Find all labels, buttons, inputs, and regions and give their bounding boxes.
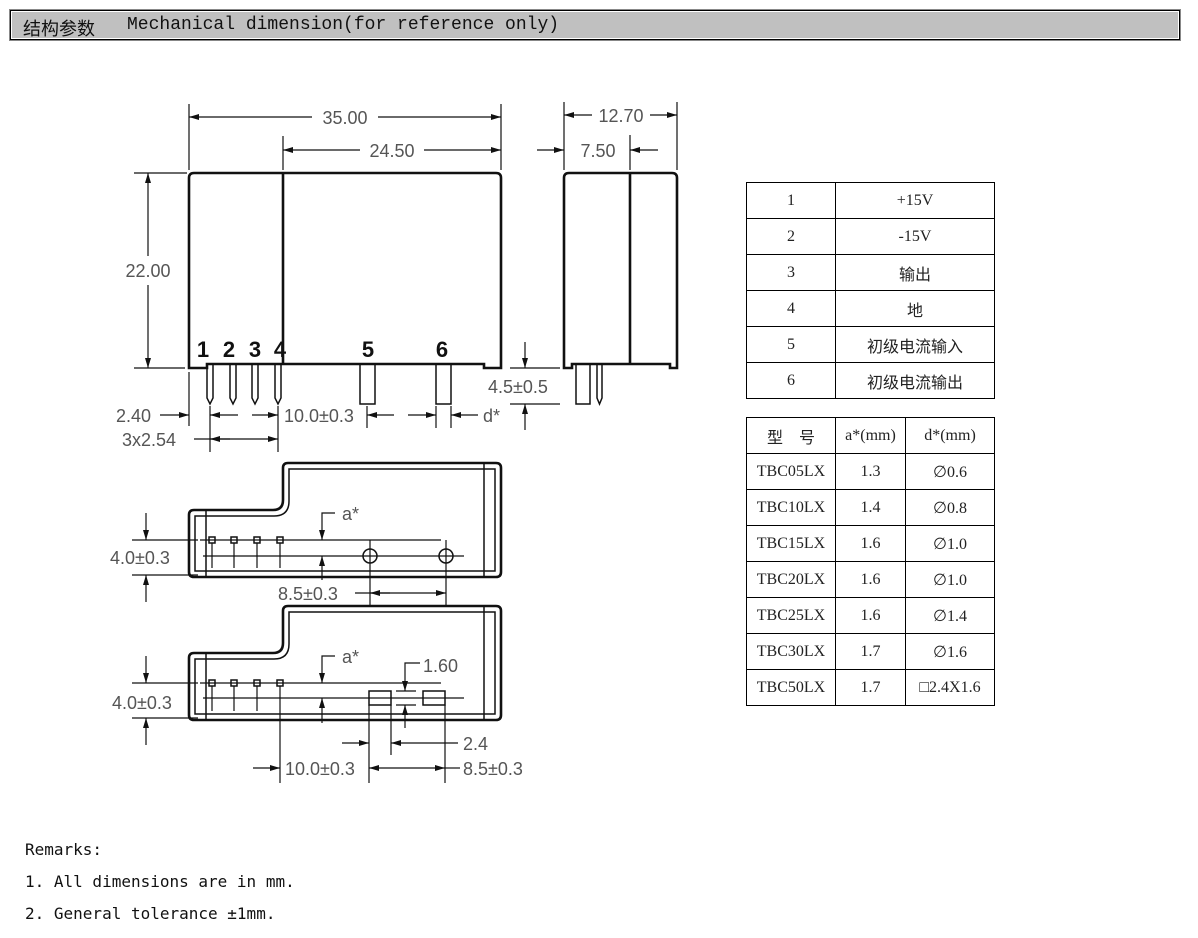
d-cell: ∅1.0 xyxy=(905,525,995,562)
section-title-en: Mechanical dimension(for reference only) xyxy=(127,15,560,35)
dim-a: a* xyxy=(342,504,359,524)
dim-pin-diameter: d* xyxy=(483,406,500,426)
dim-pad-width: 2.4 xyxy=(463,734,488,754)
a-cell: 1.6 xyxy=(835,525,906,562)
header-d: d*(mm) xyxy=(905,417,995,454)
pin-label-3: 3 xyxy=(249,337,261,362)
table-row: 2-15V xyxy=(746,218,995,255)
pin-function: 输出 xyxy=(835,254,995,291)
dim-a-2: a* xyxy=(342,647,359,667)
pin-function: 初级电流输出 xyxy=(835,362,995,399)
remark-item: 2. General tolerance ±1mm. xyxy=(25,904,276,923)
pin-pad-5 xyxy=(368,690,392,706)
d-cell: ∅1.6 xyxy=(905,633,995,670)
dim-pad-pitch: 8.5±0.3 xyxy=(463,759,523,779)
pin-label-4: 4 xyxy=(274,337,287,362)
front-pins xyxy=(206,363,452,406)
a-cell: 1.6 xyxy=(835,597,906,634)
table-header-row: 型 号 a*(mm) d*(mm) xyxy=(746,417,995,454)
a-cell: 1.6 xyxy=(835,561,906,598)
side-view: 12.70 7.50 xyxy=(537,102,679,406)
dim-hole-pitch: 8.5±0.3 xyxy=(278,584,338,604)
model-cell: TBC10LX xyxy=(746,489,836,526)
a-cell: 1.7 xyxy=(835,669,906,706)
pin-label-1: 1 xyxy=(197,337,209,362)
dim-pin-pitch: 3x2.54 xyxy=(122,430,176,450)
dim-height: 22.00 xyxy=(125,261,170,281)
a-cell: 1.4 xyxy=(835,489,906,526)
dim-inner-width: 24.50 xyxy=(369,141,414,161)
table-row: 1+15V xyxy=(746,182,995,219)
pin-label-2: 2 xyxy=(223,337,235,362)
a-cell: 1.3 xyxy=(835,453,906,490)
model-cell: TBC20LX xyxy=(746,561,836,598)
section-header: 结构参数 Mechanical dimension(for reference … xyxy=(10,10,1180,40)
pin-squares xyxy=(208,536,284,568)
d-cell: ∅1.0 xyxy=(905,561,995,598)
pin-number: 3 xyxy=(746,254,836,291)
d-cell: ∅0.6 xyxy=(905,453,995,490)
d-cell: ∅0.8 xyxy=(905,489,995,526)
header-a: a*(mm) xyxy=(835,417,906,454)
pin-function: 地 xyxy=(835,290,995,327)
front-view: 1 2 3 4 5 6 35.00 24.50 22.00 2.40 3x2.5… xyxy=(116,104,560,452)
dim-row-gap-2: 4.0±0.3 xyxy=(112,693,172,713)
pin-label-5: 5 xyxy=(362,337,374,362)
side-body-outline xyxy=(562,171,679,370)
dim-pin-offset: 2.40 xyxy=(116,406,151,426)
pin-number: 5 xyxy=(746,326,836,363)
pin-label-6: 6 xyxy=(436,337,448,362)
pin-number: 6 xyxy=(746,362,836,399)
a-cell: 1.7 xyxy=(835,633,906,670)
pin-function: -15V xyxy=(835,218,995,255)
bottom-view-round: 4.0±0.3 a* 8.5±0.3 xyxy=(110,461,503,605)
d-cell: ∅1.4 xyxy=(905,597,995,634)
header-model: 型 号 xyxy=(746,417,836,454)
remark-item: 1. All dimensions are in mm. xyxy=(25,872,295,891)
model-cell: TBC15LX xyxy=(746,525,836,562)
dim-pad-height: 1.60 xyxy=(423,656,458,676)
dim-depth: 12.70 xyxy=(598,106,643,126)
pin-function: 初级电流输入 xyxy=(835,326,995,363)
dim-pin-length: 4.5±0.5 xyxy=(488,377,548,397)
dim-inner-depth: 7.50 xyxy=(580,141,615,161)
dim-pin-gap: 10.0±0.3 xyxy=(284,406,354,426)
model-cell: TBC25LX xyxy=(746,597,836,634)
bottom-view-rect: 4.0±0.3 a* 1.60 2.4 10.0±0.3 8.5±0.3 xyxy=(112,604,523,783)
dim-row-gap: 4.0±0.3 xyxy=(110,548,170,568)
model-cell: TBC05LX xyxy=(746,453,836,490)
remarks: Remarks: 1. All dimensions are in mm. 2.… xyxy=(25,834,295,930)
model-cell: TBC30LX xyxy=(746,633,836,670)
pin-number: 2 xyxy=(746,218,836,255)
model-cell: TBC50LX xyxy=(746,669,836,706)
d-cell: □2.4X1.6 xyxy=(905,669,995,706)
pin-pad-6 xyxy=(422,690,446,706)
section-title-cn: 结构参数 xyxy=(23,19,95,40)
pin-number: 1 xyxy=(746,182,836,219)
remarks-title: Remarks: xyxy=(25,840,103,859)
front-body-outline xyxy=(187,171,503,370)
pin-number: 4 xyxy=(746,290,836,327)
dim-width: 35.00 xyxy=(322,108,367,128)
dim-pin-gap-2: 10.0±0.3 xyxy=(285,759,355,779)
pin-function: +15V xyxy=(835,182,995,219)
